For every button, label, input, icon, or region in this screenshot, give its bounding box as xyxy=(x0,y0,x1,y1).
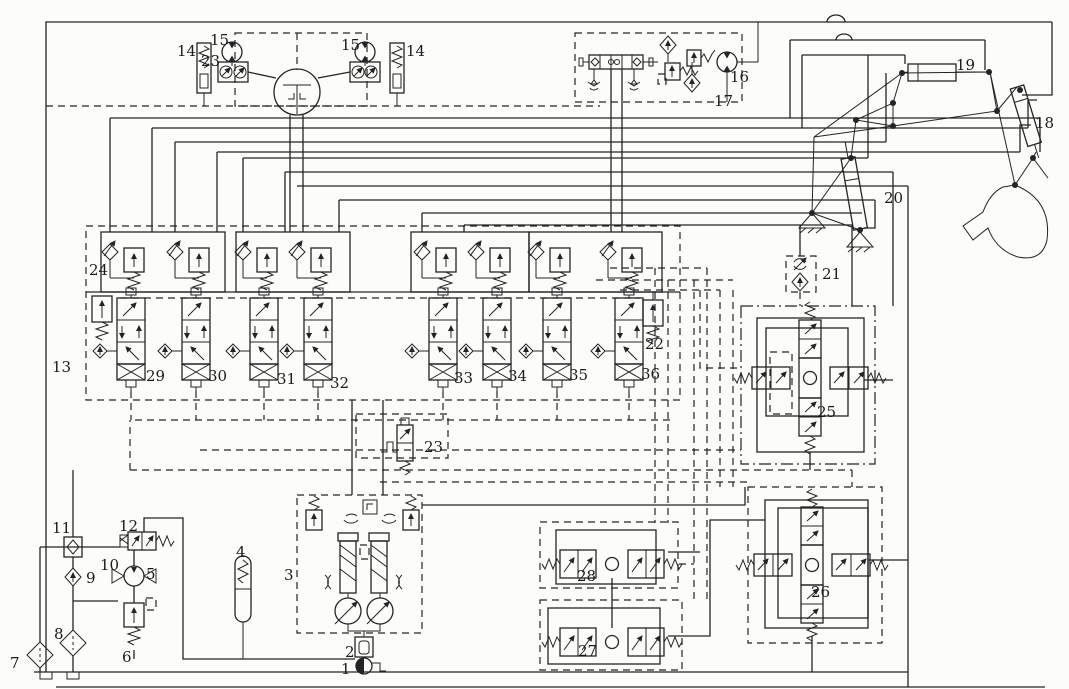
component-label-26: 26 xyxy=(811,583,830,601)
main-control-valve-13 xyxy=(85,225,681,420)
component-label-14L: 14 xyxy=(177,42,196,60)
component-label-12: 12 xyxy=(119,517,138,535)
component-label-5: 5 xyxy=(146,565,156,583)
pump-pistons xyxy=(324,532,403,594)
solenoid-valve-12 xyxy=(119,531,175,551)
component-label-35: 35 xyxy=(569,366,588,384)
component-label-16: 16 xyxy=(730,68,749,86)
bank-pilot-relief xyxy=(91,295,113,341)
ground-anchor xyxy=(846,231,874,253)
check-valve-9 xyxy=(65,568,81,586)
pedal-pilot-28 xyxy=(539,521,700,589)
component-label-2: 2 xyxy=(345,643,355,661)
check-valve-icon xyxy=(684,74,700,92)
spool-valve-33 xyxy=(405,288,457,391)
component-label-14R: 14 xyxy=(406,42,425,60)
component-label-23M: 23 xyxy=(424,438,443,456)
component-label-15R: 15 xyxy=(341,36,360,54)
check-block-11 xyxy=(63,536,83,558)
spool-valve-31 xyxy=(226,288,278,391)
component-label-25: 25 xyxy=(817,403,836,421)
counterbalance-23-left xyxy=(217,61,249,83)
main-pump-front xyxy=(335,598,361,624)
component-label-28: 28 xyxy=(577,567,596,585)
relief-valve-6 xyxy=(123,597,157,646)
joint-pins xyxy=(809,69,1036,233)
component-label-23T: 23 xyxy=(201,52,220,70)
component-label-34: 34 xyxy=(508,367,527,385)
bucket xyxy=(962,184,1049,259)
check-valve-icon xyxy=(660,36,676,54)
component-label-31: 31 xyxy=(277,370,296,388)
component-label-1: 1 xyxy=(341,660,351,678)
arm-cylinder-19 xyxy=(901,63,989,82)
component-label-3: 3 xyxy=(284,566,294,584)
tank-filter-group xyxy=(26,470,355,672)
component-label-6: 6 xyxy=(122,648,132,666)
component-label-9: 9 xyxy=(86,569,96,587)
component-label-10: 10 xyxy=(100,556,119,574)
power-unit xyxy=(234,400,746,675)
pump-unit-3-box xyxy=(296,494,423,634)
main-pump-rear xyxy=(367,598,393,624)
frame-lines xyxy=(34,14,1052,688)
coupling-2 xyxy=(354,636,374,658)
pilot-valve-23-mid xyxy=(355,413,449,476)
spool-valve-36 xyxy=(591,288,643,391)
pilot-relief-valves xyxy=(657,49,716,85)
engine-1 xyxy=(355,657,386,675)
component-label-24: 24 xyxy=(89,261,108,279)
component-label-33: 33 xyxy=(454,369,473,387)
component-label-19: 19 xyxy=(956,56,975,74)
pipe-network xyxy=(109,55,1041,687)
component-label-29: 29 xyxy=(146,367,165,385)
pump-regulators xyxy=(305,495,420,531)
relief-check-row-24 xyxy=(102,241,642,290)
component-label-30: 30 xyxy=(208,367,227,385)
component-label-17: 17 xyxy=(714,92,733,110)
pilot-manifold xyxy=(588,54,644,70)
pilot-supply-block-17 xyxy=(574,22,759,232)
component-label-27: 27 xyxy=(578,642,597,660)
component-label-21: 21 xyxy=(822,265,841,283)
excavator-linkage xyxy=(789,22,1053,259)
component-label-7: 7 xyxy=(10,654,20,672)
center-swivel-joint xyxy=(273,68,321,116)
component-label-8: 8 xyxy=(54,625,64,643)
shuttle-valve xyxy=(627,69,641,91)
shuttle-valve xyxy=(587,69,601,91)
filter-7 xyxy=(26,641,54,669)
component-label-18: 18 xyxy=(1035,114,1054,132)
pilot-joystick-25 xyxy=(734,302,893,470)
component-label-4: 4 xyxy=(236,543,246,561)
filter-8 xyxy=(59,629,87,657)
pilot-joystick-26 xyxy=(736,486,908,672)
throttle-check-valve-21 xyxy=(785,225,817,306)
main-relief-22 xyxy=(642,292,664,345)
component-label-22: 22 xyxy=(645,335,664,353)
pedal-pilot-27 xyxy=(539,519,765,671)
spool-valve-30 xyxy=(158,288,210,391)
travel-motor-group xyxy=(46,32,600,116)
component-label-32: 32 xyxy=(330,374,349,392)
component-label-13: 13 xyxy=(52,358,71,376)
spool-valves xyxy=(93,288,643,391)
component-label-36: 36 xyxy=(641,365,660,383)
component-label-11: 11 xyxy=(52,519,71,537)
component-label-20: 20 xyxy=(884,189,903,207)
accumulator-4 xyxy=(234,555,252,659)
component-label-15L: 15 xyxy=(210,31,229,49)
